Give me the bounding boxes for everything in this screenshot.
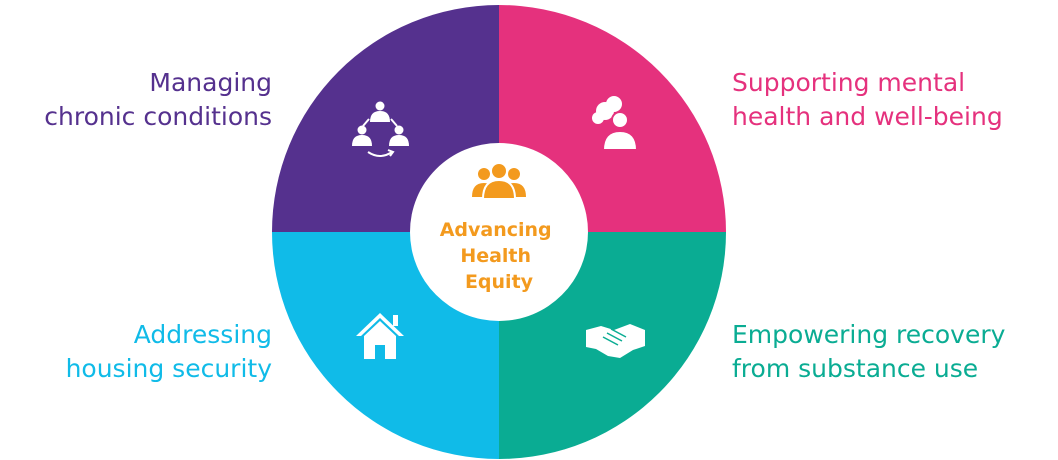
label-line: Supporting mental [732, 68, 966, 97]
handshake-icon [586, 324, 645, 358]
care-network-icon [352, 101, 409, 157]
label-substance-use-recovery: Empowering recovery from substance use [732, 318, 1005, 386]
label-line: Managing [149, 68, 272, 97]
label-line: housing security [65, 354, 272, 383]
label-line: chronic conditions [44, 102, 272, 131]
label-line: health and well-being [732, 102, 1003, 131]
center-circle [410, 143, 588, 321]
label-line: Empowering recovery [732, 320, 1006, 349]
label-line: Addressing [133, 320, 272, 349]
center-title-line: Health [460, 245, 531, 267]
house-icon [356, 313, 404, 359]
label-mental-health: Supporting mental health and well-being [732, 66, 1003, 134]
people-group-icon [472, 162, 526, 200]
label-line: from substance use [732, 354, 979, 383]
label-managing-chronic-conditions: Managing chronic conditions [0, 66, 272, 134]
center-title-line: Equity [465, 271, 534, 293]
center-title: Advancing Health Equity [440, 219, 559, 293]
center-title-line: Advancing [440, 219, 552, 241]
person-thought-icon [592, 96, 639, 151]
label-housing-security: Addressing housing security [0, 318, 272, 386]
